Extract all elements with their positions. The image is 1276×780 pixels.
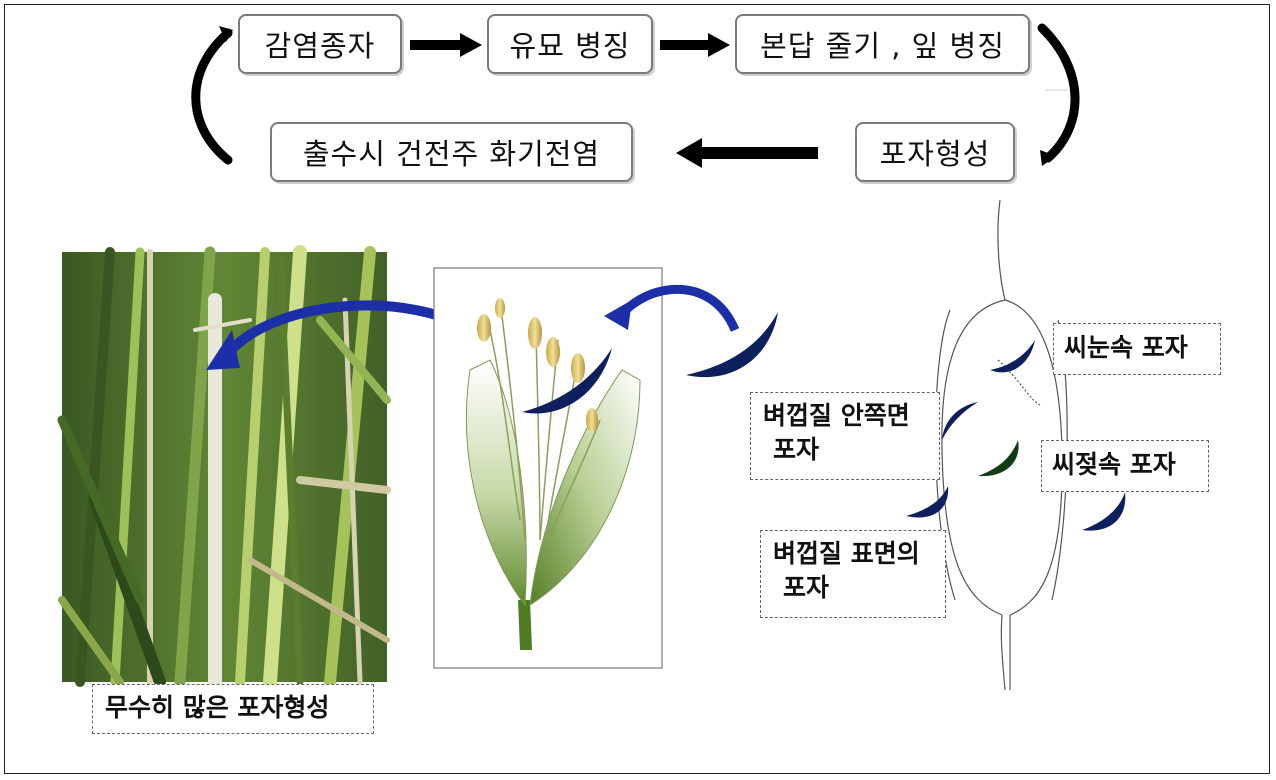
label-embryo-spore: 씨눈속 포자: [1053, 323, 1221, 375]
spore-outside: [1082, 492, 1125, 531]
label-hull-surface-spore: 벼껍질 표면의 포자: [760, 530, 946, 618]
infected-rice-photo: [62, 252, 387, 682]
spore-hull-surface: [906, 486, 948, 518]
right-curved-arrow: [1042, 28, 1075, 158]
spore-endosperm: [978, 440, 1019, 476]
label-hull-inner-spore: 벼껍질 안쪽면 포자: [750, 392, 940, 480]
spore-embryo: [990, 340, 1035, 372]
label-endosperm-spore: 씨젖속 포자: [1041, 440, 1209, 492]
arrow-seedling-to-field: [660, 33, 730, 57]
left-curved-arrow: [196, 33, 228, 160]
arrow-seed-to-seedling: [410, 33, 482, 57]
arrow-spore-to-flower: [676, 138, 818, 168]
label-many-spores: 무수히 많은 포자형성: [92, 684, 374, 734]
spore-hull-inner: [942, 402, 978, 440]
